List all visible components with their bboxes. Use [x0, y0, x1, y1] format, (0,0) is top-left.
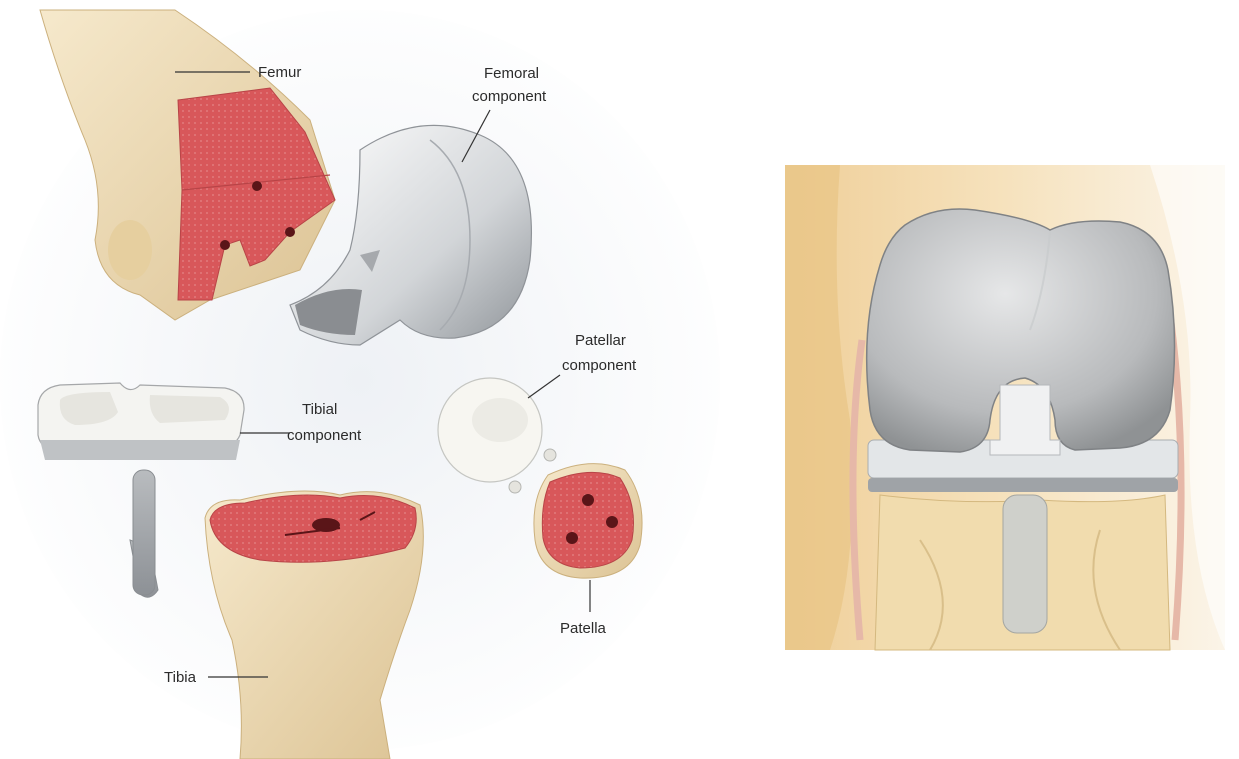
patellar-component-label-line1: Patellar: [575, 332, 626, 349]
patella-cut-surface: [542, 472, 633, 568]
patella-label: Patella: [560, 620, 607, 637]
tibia-label: Tibia: [164, 669, 197, 686]
implanted-knee-illustration: [785, 165, 1225, 650]
femoral-component-label-line1: Femoral: [484, 65, 539, 82]
femoral-component-label-line2: component: [472, 88, 547, 105]
tibia-cut-surface: [210, 495, 416, 562]
femur-label: Femur: [258, 64, 301, 81]
patellar-component-label-line2: component: [562, 357, 637, 374]
tibial-component-label-line1: Tibial: [302, 401, 337, 418]
patella-bone: [534, 464, 642, 579]
tibial-component-label-line2: component: [287, 427, 362, 444]
